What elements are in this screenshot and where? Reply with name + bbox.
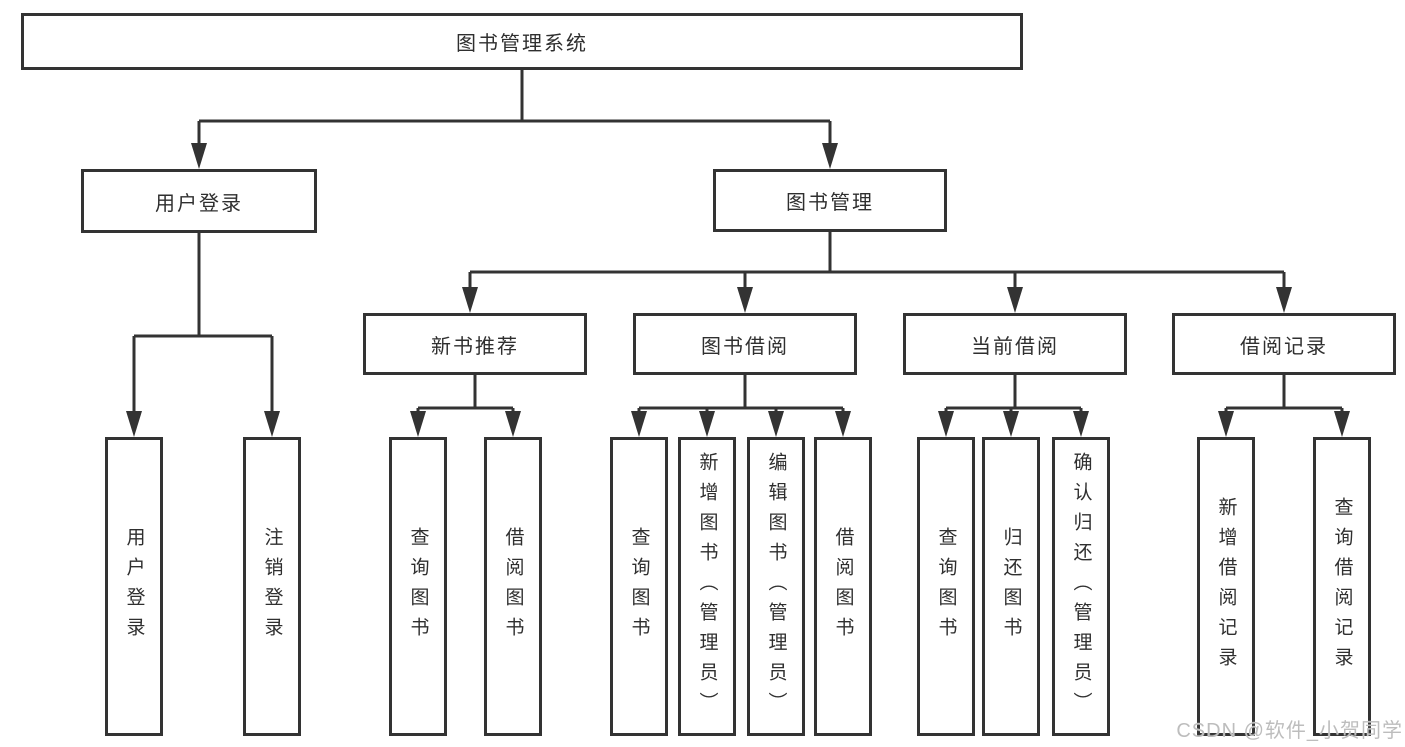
leaf-user-login-label: 用户登录 [123,526,145,647]
leaf-current-query-books-label: 查询图书 [935,526,957,647]
leaf-logout-label: 注销登录 [261,526,283,647]
leaf-current-return-books-label: 归还图书 [1000,526,1022,647]
leaf-user-login: 用户登录 [105,437,163,736]
node-book-borrowing: 图书借阅 [633,313,857,375]
node-book-management: 图书管理 [713,169,947,232]
leaf-recommend-borrow-books-label: 借阅图书 [502,526,524,647]
leaf-recommend-query-books-label: 查询图书 [407,526,429,647]
node-borrowing-records: 借阅记录 [1172,313,1396,375]
node-current-borrowing-label: 当前借阅 [971,335,1059,358]
leaf-borrowing-query-books-label: 查询图书 [628,526,650,647]
leaf-records-add-record-label: 新增借阅记录 [1215,496,1237,677]
watermark-text: CSDN @软件_小贺同学 [1176,720,1403,742]
leaf-records-query-record-label: 查询借阅记录 [1331,496,1353,677]
leaf-borrowing-add-books: 新增图书（管理员） [678,437,736,736]
node-user-login-label: 用户登录 [155,192,243,215]
leaf-logout: 注销登录 [243,437,301,736]
arrowheads [126,143,1350,437]
leaf-borrowing-borrow-books-label: 借阅图书 [832,526,854,647]
node-new-book-recommendation-label: 新书推荐 [431,335,519,358]
leaf-borrowing-borrow-books: 借阅图书 [814,437,872,736]
leaf-borrowing-edit-books-label: 编辑图书（管理员） [765,451,787,722]
leaf-current-return-books: 归还图书 [982,437,1040,736]
node-root-label: 图书管理系统 [456,33,588,55]
node-new-book-recommendation: 新书推荐 [363,313,587,375]
leaf-borrowing-query-books: 查询图书 [610,437,668,736]
leaf-borrowing-edit-books: 编辑图书（管理员） [747,437,805,736]
leaf-borrowing-add-books-label: 新增图书（管理员） [696,451,718,722]
leaf-current-confirm-return-label: 确认归还（管理员） [1070,451,1092,722]
leaf-records-add-record: 新增借阅记录 [1197,437,1255,736]
node-user-login: 用户登录 [81,169,317,233]
leaf-recommend-borrow-books: 借阅图书 [484,437,542,736]
node-borrowing-records-label: 借阅记录 [1240,335,1328,358]
node-book-management-label: 图书管理 [786,192,874,214]
node-book-borrowing-label: 图书借阅 [701,335,789,358]
connector-paths [132,70,1344,413]
leaf-current-query-books: 查询图书 [917,437,975,736]
leaf-records-query-record: 查询借阅记录 [1313,437,1371,736]
leaf-recommend-query-books: 查询图书 [389,437,447,736]
node-current-borrowing: 当前借阅 [903,313,1127,375]
node-root-system: 图书管理系统 [21,13,1023,70]
leaf-current-confirm-return: 确认归还（管理员） [1052,437,1110,736]
